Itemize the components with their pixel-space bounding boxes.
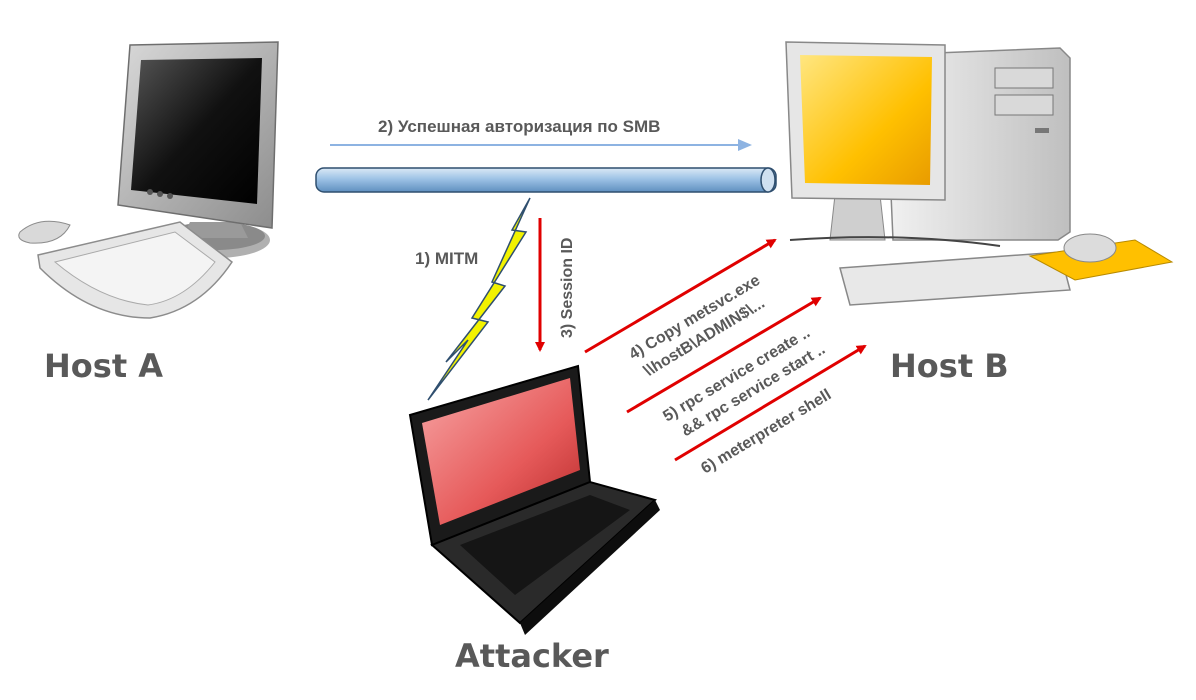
copy-arrow [584, 238, 777, 354]
host-a-label: Host A [44, 347, 164, 385]
shell-arrow [674, 344, 867, 462]
shell-label: 6) meterpreter shell [698, 386, 834, 477]
attacker-label: Attacker [455, 637, 609, 675]
rpc-arrow [626, 296, 822, 414]
smb-auth-label: 2) Успешная авторизация по SMB [378, 117, 660, 136]
lightning-bolt-icon [427, 197, 531, 401]
session-id-label: 3) Session ID [559, 238, 576, 338]
mitm-label: 1) MITM [415, 249, 478, 268]
attacker-laptop-icon [408, 364, 660, 635]
host-b-computer-icon [785, 41, 1174, 306]
host-a-computer-icon [18, 41, 279, 319]
network-cable [315, 167, 777, 193]
host-b-label: Host B [890, 347, 1009, 385]
